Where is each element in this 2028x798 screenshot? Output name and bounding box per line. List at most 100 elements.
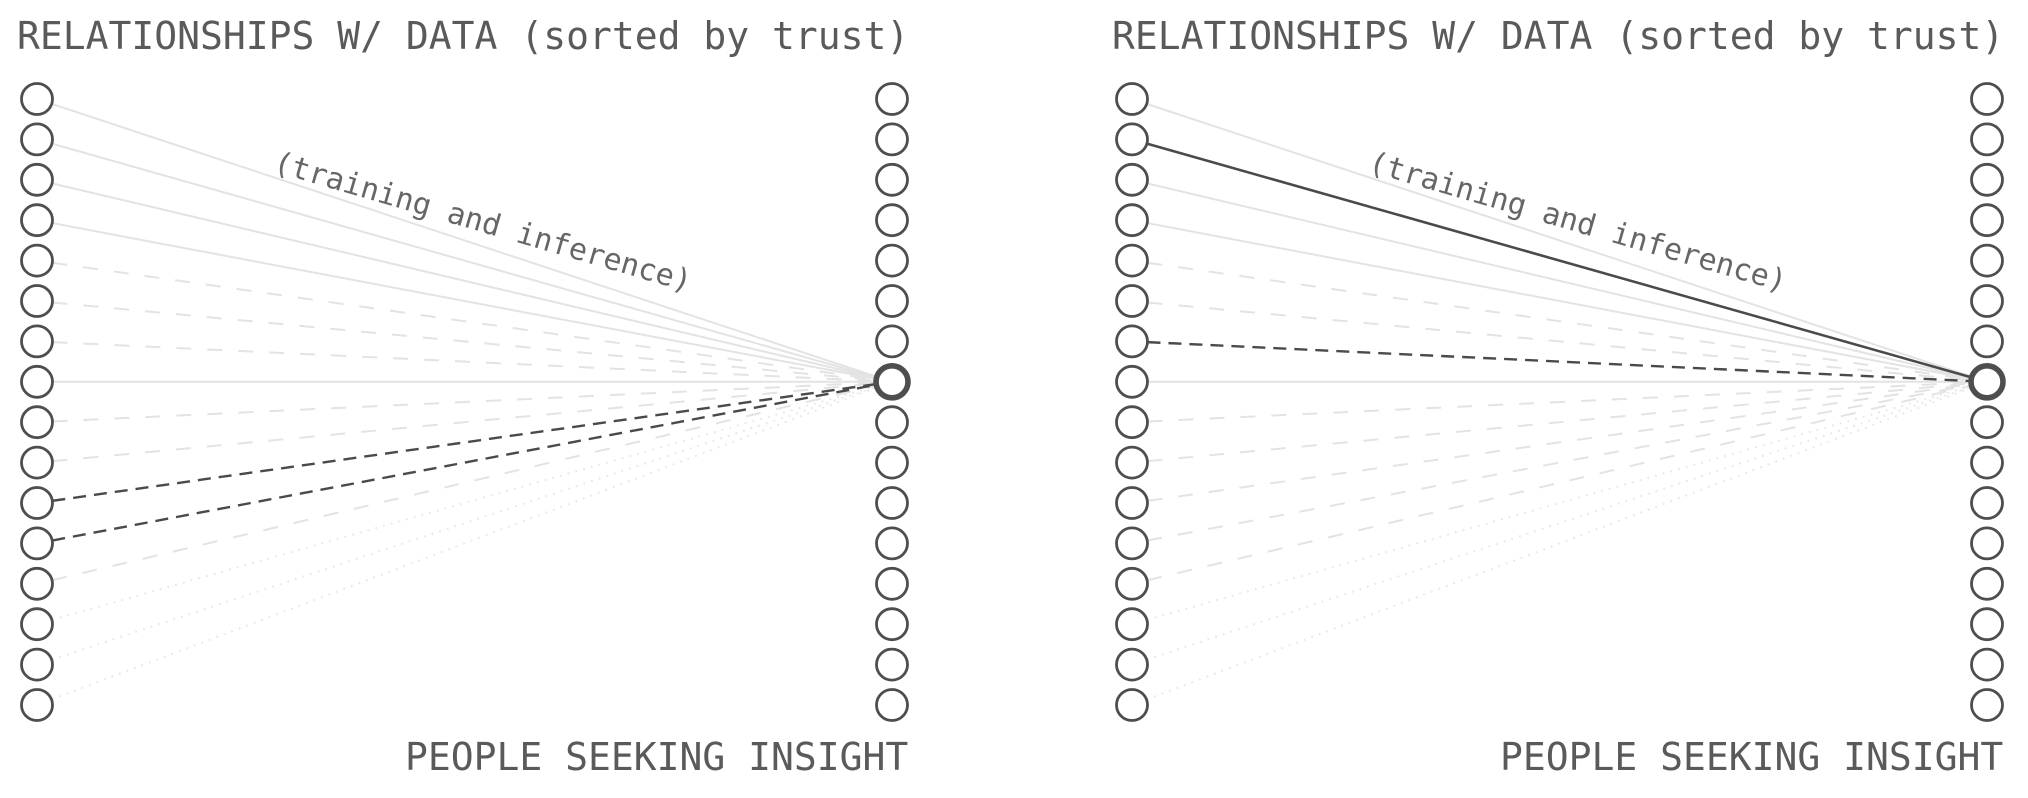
person-node-11: [1970, 486, 2004, 520]
data-node-4: [20, 203, 54, 238]
data-node-14: [1115, 607, 1149, 642]
trust-link-row-4: [52, 222, 876, 380]
data-node-13: [1115, 566, 1149, 601]
person-node-3: [1970, 162, 2004, 197]
person-node-11: [875, 486, 909, 520]
data-node-5: [1115, 243, 1149, 278]
person-node-highlighted: [873, 362, 911, 401]
data-node-12: [1115, 526, 1149, 561]
person-node-3: [875, 162, 909, 197]
data-node-8: [1115, 364, 1149, 399]
person-node-2: [1970, 122, 2004, 157]
data-node-10: [20, 445, 54, 480]
trust-link-row-7: [52, 341, 876, 382]
person-node-4: [875, 203, 909, 238]
person-node-10: [875, 445, 909, 480]
trust-link-row-16: [51, 386, 877, 701]
person-node-16: [1970, 688, 2004, 722]
data-node-5: [20, 243, 54, 278]
person-node-9: [1970, 405, 2004, 440]
data-node-2: [1115, 122, 1149, 157]
trust-link-row-2-highlighted: [1146, 142, 1971, 379]
trust-link-row-12-highlighted: [52, 383, 876, 542]
relationships-diagram-left: RELATIONSHIPS W/ DATA (sorted by trust) …: [17, 14, 911, 779]
trust-link-row-11-highlighted: [52, 382, 876, 503]
data-node-10: [1115, 445, 1149, 480]
person-node-15: [875, 647, 909, 682]
person-node-12: [1970, 526, 2004, 561]
person-node-5: [1970, 243, 2004, 278]
trust-link-row-14: [51, 385, 876, 621]
person-node-9: [875, 405, 909, 440]
trust-link-row-1: [1146, 102, 1972, 378]
data-node-8: [20, 364, 54, 399]
trust-link-row-10: [52, 382, 876, 463]
data-node-16: [1115, 688, 1149, 722]
trust-link-row-9: [52, 381, 876, 423]
person-node-14: [875, 607, 909, 642]
person-node-highlighted: [1968, 362, 2006, 401]
people-seeking-insight-label: PEOPLE SEEKING INSIGHT: [405, 735, 908, 779]
data-node-1: [20, 82, 54, 116]
diagram-title: RELATIONSHIPS W/ DATA (sorted by trust): [17, 14, 909, 58]
person-node-10: [1970, 445, 2004, 480]
trust-link-row-10: [1147, 382, 1971, 463]
diagram-title: RELATIONSHIPS W/ DATA (sorted by trust): [1112, 14, 2004, 58]
person-node-1: [875, 82, 909, 116]
data-node-1: [1115, 82, 1149, 116]
trust-link-row-7-highlighted: [1147, 340, 1971, 383]
trust-link-row-15: [1146, 386, 1972, 661]
trust-link-row-14: [1146, 385, 1971, 621]
data-node-13: [20, 566, 54, 601]
person-node-1: [1970, 82, 2004, 116]
data-node-15: [1115, 647, 1149, 682]
data-node-6: [1115, 284, 1149, 318]
person-node-6: [1970, 284, 2004, 318]
trust-link-row-4: [1147, 222, 1971, 380]
trust-link-row-6: [52, 301, 876, 382]
person-node-15: [1970, 647, 2004, 682]
person-node-5: [875, 243, 909, 278]
data-node-7: [1115, 324, 1149, 359]
trust-link-row-15: [51, 386, 877, 661]
trust-link-row-9: [1147, 381, 1971, 423]
data-node-16: [20, 688, 54, 722]
trust-link-row-5: [1147, 261, 1971, 381]
data-node-9: [20, 405, 54, 440]
nodes-group: [20, 82, 911, 722]
person-node-6: [875, 284, 909, 318]
people-seeking-insight-label: PEOPLE SEEKING INSIGHT: [1500, 735, 2003, 779]
person-node-13: [1970, 566, 2004, 601]
person-node-16: [875, 688, 909, 722]
trust-link-row-12: [1147, 383, 1971, 542]
person-node-12: [875, 526, 909, 561]
trust-link-row-6: [1147, 301, 1971, 382]
trust-link-row-1: [51, 102, 877, 378]
person-node-7: [875, 324, 909, 359]
data-node-6: [20, 284, 54, 318]
trust-link-row-11: [1147, 383, 1971, 502]
data-node-11: [1115, 486, 1149, 520]
nodes-group: [1115, 82, 2006, 722]
data-node-3: [1115, 162, 1149, 197]
relationships-diagram-right: RELATIONSHIPS W/ DATA (sorted by trust) …: [1112, 14, 2006, 779]
person-node-13: [875, 566, 909, 601]
data-node-9: [1115, 405, 1149, 440]
data-node-11: [20, 486, 54, 520]
person-node-2: [875, 122, 909, 157]
data-node-4: [1115, 203, 1149, 238]
trust-link-row-13: [51, 384, 876, 582]
trust-link-row-2: [51, 142, 876, 379]
data-node-3: [20, 162, 54, 197]
trust-link-row-16: [1146, 386, 1972, 701]
link-lines-group: [1146, 102, 1972, 701]
trust-link-row-3: [1146, 182, 1971, 379]
data-node-14: [20, 607, 54, 642]
trust-link-row-5: [52, 261, 876, 381]
link-lines-group: [51, 102, 877, 701]
person-node-4: [1970, 203, 2004, 238]
data-node-12: [20, 526, 54, 561]
person-node-7: [1970, 324, 2004, 359]
data-node-15: [20, 647, 54, 682]
